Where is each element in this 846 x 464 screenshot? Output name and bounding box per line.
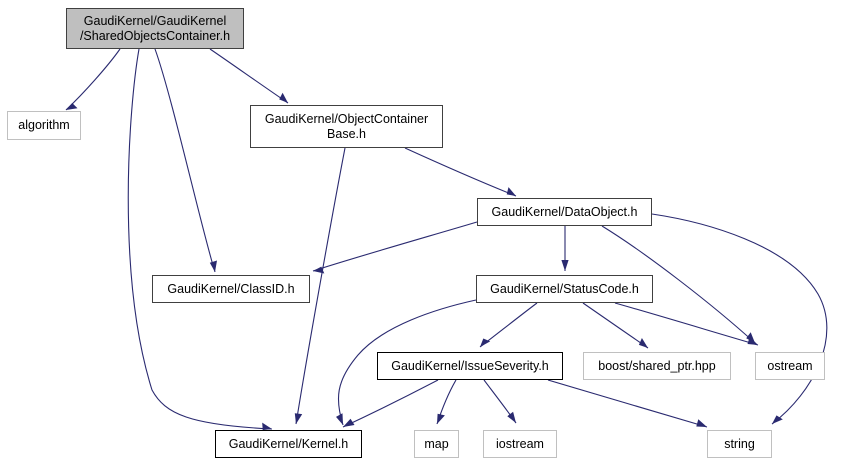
graph-edge-object_container_base-to-kernel — [294, 147, 346, 425]
graph-node-label: GaudiKernel/GaudiKernel /SharedObjectsCo… — [79, 13, 231, 43]
graph-edge-arrowhead-icon — [638, 338, 648, 348]
graph-edge-status_code-to-boost_shared_ptr — [582, 302, 649, 349]
graph-edge-status_code-to-issue_severity — [479, 302, 538, 348]
graph-node-algorithm[interactable]: algorithm — [7, 111, 81, 140]
graph-node-status_code[interactable]: GaudiKernel/StatusCode.h — [476, 275, 653, 303]
graph-edge-arrowhead-icon — [209, 260, 217, 272]
graph-edge-shared_objects_container-to-class_id — [154, 48, 217, 273]
graph-edge-data_object-to-class_id — [312, 221, 478, 274]
graph-node-label: GaudiKernel/StatusCode.h — [490, 281, 639, 296]
graph-edge-arrowhead-icon — [696, 419, 707, 427]
graph-edge-arrowhead-icon — [336, 413, 343, 425]
graph-edge-issue_severity-to-iostream — [483, 379, 517, 424]
graph-edge-arrowhead-icon — [772, 415, 783, 424]
graph-edge-issue_severity-to-kernel — [342, 379, 439, 428]
graph-node-label: ostream — [767, 358, 813, 373]
graph-edge-issue_severity-to-string — [547, 379, 708, 428]
graph-edge-arrowhead-icon — [279, 92, 288, 103]
graph-node-label: GaudiKernel/ObjectContainer Base.h — [264, 111, 429, 141]
graph-node-label: string — [724, 436, 755, 451]
graph-edge-object_container_base-to-data_object — [404, 147, 517, 197]
graph-edge-arrowhead-icon — [747, 336, 758, 345]
graph-node-boost_shared_ptr[interactable]: boost/shared_ptr.hpp — [583, 352, 731, 380]
graph-node-class_id[interactable]: GaudiKernel/ClassID.h — [152, 275, 310, 303]
graph-node-map[interactable]: map — [414, 430, 459, 458]
graph-edge-issue_severity-to-map — [436, 379, 457, 425]
graph-edge-data_object-to-status_code — [561, 226, 569, 271]
graph-edge-arrowhead-icon — [343, 418, 355, 427]
graph-node-label: GaudiKernel/Kernel.h — [228, 436, 349, 451]
graph-node-shared_objects_container[interactable]: GaudiKernel/GaudiKernel /SharedObjectsCo… — [66, 8, 244, 49]
graph-node-iostream[interactable]: iostream — [483, 430, 557, 458]
graph-node-label: map — [424, 436, 449, 451]
graph-node-kernel[interactable]: GaudiKernel/Kernel.h — [215, 430, 362, 458]
graph-edge-status_code-to-ostream — [614, 302, 759, 346]
graph-node-label: GaudiKernel/ClassID.h — [167, 281, 295, 296]
graph-edge-arrowhead-icon — [262, 422, 272, 431]
graph-edge-shared_objects_container-to-algorithm — [65, 48, 121, 111]
graph-edge-arrowhead-icon — [480, 338, 491, 347]
graph-node-data_object[interactable]: GaudiKernel/DataObject.h — [477, 198, 652, 226]
graph-edge-arrowhead-icon — [561, 260, 569, 271]
graph-node-label: GaudiKernel/IssueSeverity.h — [391, 358, 549, 373]
graph-edge-status_code-to-kernel — [336, 299, 477, 426]
graph-edge-arrowhead-icon — [507, 411, 516, 423]
graph-node-label: algorithm — [18, 118, 70, 133]
graph-node-label: boost/shared_ptr.hpp — [598, 358, 716, 373]
graph-edge-arrowhead-icon — [66, 103, 78, 110]
graph-edge-shared_objects_container-to-object_container_base — [209, 48, 289, 104]
graph-edge-arrowhead-icon — [437, 413, 445, 424]
graph-node-label: GaudiKernel/DataObject.h — [491, 204, 638, 219]
graph-node-issue_severity[interactable]: GaudiKernel/IssueSeverity.h — [377, 352, 563, 380]
graph-edge-arrowhead-icon — [294, 413, 303, 424]
graph-node-label: iostream — [496, 436, 544, 451]
graph-edge-shared_objects_container-to-kernel — [127, 48, 273, 431]
graph-node-string[interactable]: string — [707, 430, 772, 458]
graph-edge-arrowhead-icon — [506, 187, 516, 196]
graph-edge-data_object-to-string — [651, 213, 828, 425]
graph-node-ostream[interactable]: ostream — [755, 352, 825, 380]
graph-node-object_container_base[interactable]: GaudiKernel/ObjectContainer Base.h — [250, 105, 443, 148]
graph-edge-arrowhead-icon — [313, 266, 325, 274]
